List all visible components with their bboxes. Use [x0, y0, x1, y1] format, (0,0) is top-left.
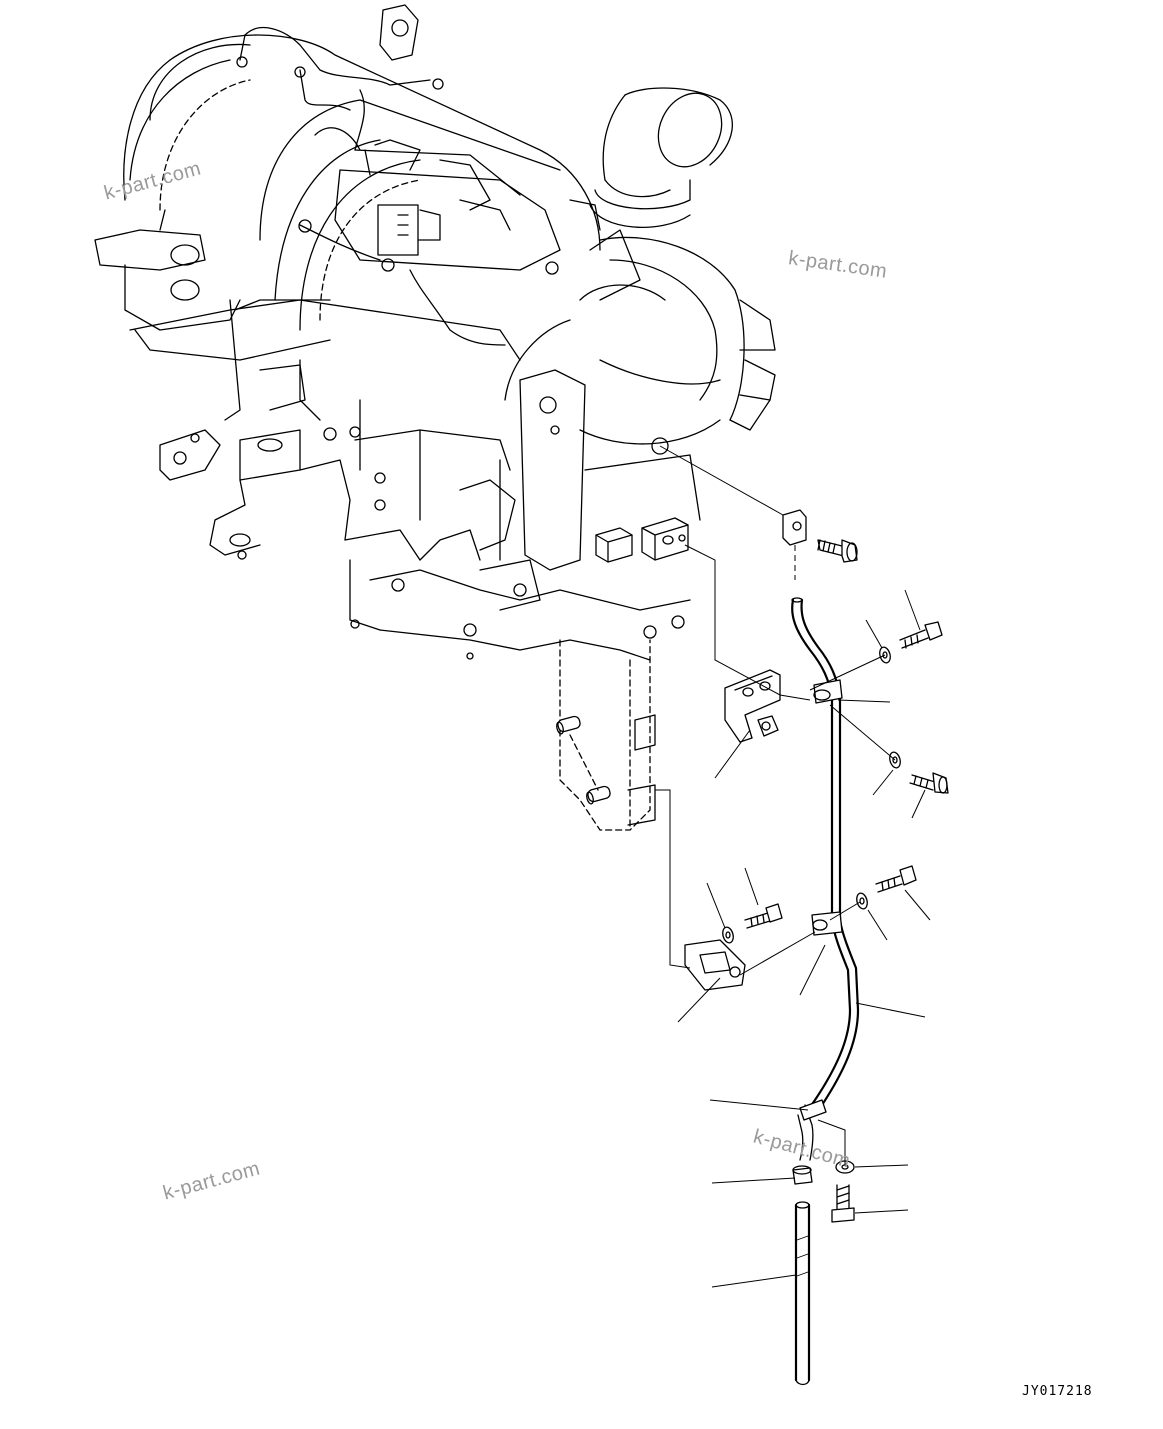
hose [794, 1201, 811, 1386]
breather-tube [791, 597, 860, 1161]
washer [722, 926, 734, 944]
dowel-pin [586, 785, 611, 805]
callout-leaders [677, 589, 931, 1288]
hex-bolt [875, 865, 917, 893]
hex-bolt [899, 621, 943, 649]
rubber-cushion [641, 517, 689, 561]
clamp-plate [782, 509, 807, 546]
hex-bolt [817, 539, 858, 563]
hex-bolt [744, 903, 783, 929]
hose-clamp [792, 1165, 813, 1185]
hex-bolt [831, 1184, 855, 1223]
dowel-pin [556, 715, 581, 735]
mounting-bracket-lower [684, 939, 746, 991]
mounting-bracket-upper [724, 669, 781, 743]
hex-bolt [909, 772, 949, 794]
rubber-cushion [595, 527, 633, 563]
washer [856, 892, 868, 910]
engine-assembly [94, 4, 776, 831]
drawing-code: JY017218 [1022, 1384, 1093, 1399]
